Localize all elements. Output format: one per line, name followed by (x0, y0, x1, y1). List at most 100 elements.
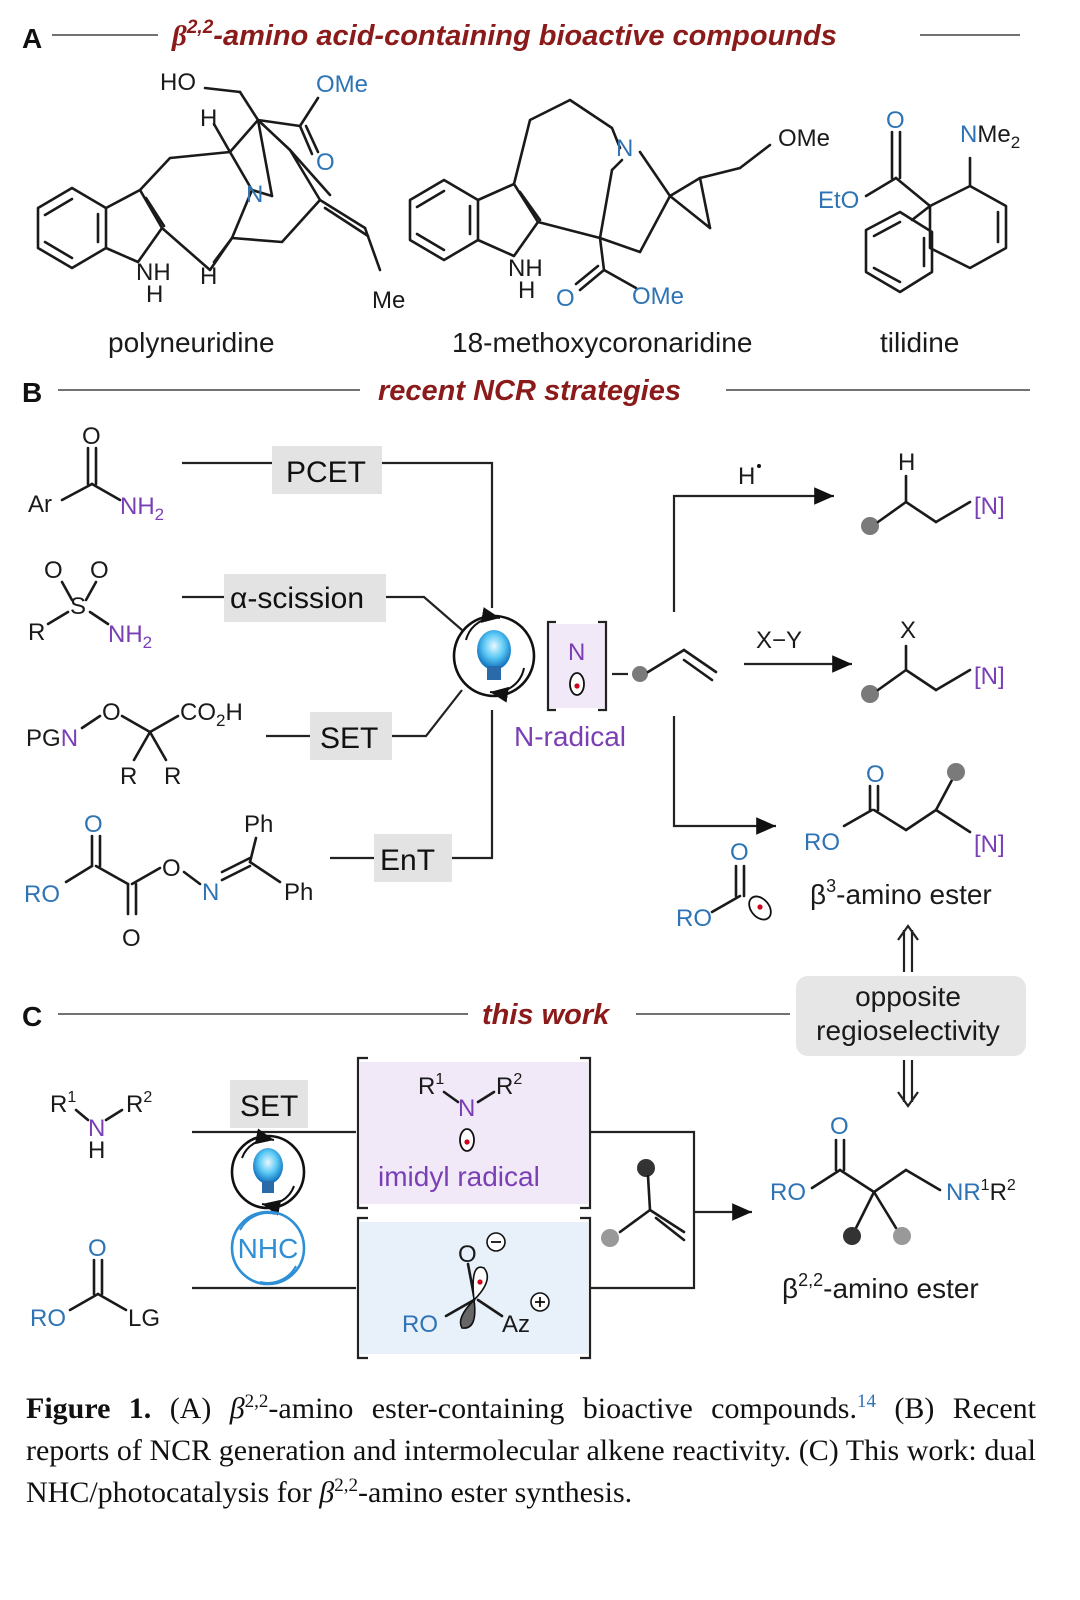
panel-b-title: recent NCR strategies (378, 375, 681, 407)
polyneuridine-n: N (246, 181, 263, 208)
tilidine-structure: O EtO NMe2 (818, 107, 1020, 294)
sulfonamide-structure: O O S R NH2 (28, 557, 152, 652)
product-h-n: [N] (974, 493, 1005, 520)
nhc-catalytic-cycle: NHC (230, 1210, 306, 1286)
co2h-label: CO2H (180, 699, 243, 730)
beta22-amino-ester-structure: O RO NR1R2 (770, 1113, 1016, 1245)
coronaridine-nh: NH (508, 255, 543, 282)
acyl-ro: RO (676, 905, 712, 932)
nhc-label: NHC (238, 1233, 299, 1264)
alkoxyamine-acid-structure: PGN O CO2H R R (26, 699, 243, 790)
xy-reagent: X−Y (756, 627, 802, 654)
figure-diagram: A β2,2-amino acid-containing bioactive c… (22, 17, 1030, 1360)
sulfonamide-o1: O (44, 557, 63, 584)
pgn-label: PGN (26, 725, 78, 752)
beta3-amino-ester-structure: O RO [N] (804, 761, 1005, 858)
product-h: H (898, 449, 915, 476)
panel-b: B recent NCR strategies O Ar NH2 O O S R… (22, 375, 1030, 952)
imidyl-r1: R1 (418, 1071, 444, 1100)
beta3-n: [N] (974, 831, 1005, 858)
compound-label-methoxycoronaridine: 18-methoxycoronaridine (452, 327, 752, 358)
oxalate-ro: RO (24, 881, 60, 908)
sulfonamide-s: S (70, 593, 86, 620)
oxalate-o3: O (162, 855, 181, 882)
difunctionalization-product: X [N] (861, 617, 1005, 703)
enolate-az: Az (502, 1311, 530, 1338)
tilidine-nme2: NMe2 (960, 121, 1020, 152)
disubstituted-alkene (601, 1159, 686, 1247)
panel-b-letter: B (22, 377, 42, 408)
step-box-pcet (272, 446, 382, 494)
tilidine-o: O (886, 107, 905, 134)
beta22-ro: RO (770, 1179, 806, 1206)
polyneuridine-h1: H (200, 105, 217, 132)
coronaridine-ome2: OMe (632, 283, 684, 310)
step-ent: EnT (380, 844, 435, 877)
panel-a-letter: A (22, 23, 42, 54)
alkoxy-r1: R (120, 763, 137, 790)
imidyl-n: N (458, 1095, 475, 1122)
acyl-lg-structure: O RO LG (30, 1235, 160, 1332)
polyneuridine-o: O (316, 149, 335, 176)
acyl-o: O (730, 839, 749, 866)
product-x-n: [N] (974, 663, 1005, 690)
polyneuridine-structure: HO OMe O N H H NH H Me (36, 69, 405, 314)
step-pcet: PCET (286, 456, 366, 489)
methoxycoronaridine-structure: N OMe NH H O OMe (408, 98, 830, 312)
caption-fig-label: Figure 1. (26, 1392, 152, 1425)
opposite-text: opposite (855, 981, 961, 1012)
amine-r2: R2 (126, 1089, 152, 1118)
step-box-set-c (230, 1080, 308, 1128)
coronaridine-o: O (556, 285, 575, 312)
amide-nh2: NH2 (120, 493, 164, 524)
regioselectivity-text: regioselectivity (816, 1015, 1000, 1046)
oxime-oxalate-structure: RO O O O N Ph Ph (24, 811, 313, 952)
step-scission: α-scission (230, 582, 364, 615)
compound-label-polyneuridine: polyneuridine (108, 327, 275, 358)
photocatalyst-bulb-icon (452, 607, 536, 703)
caption-reference-link[interactable]: 14 (856, 1391, 876, 1412)
amide-o: O (82, 423, 101, 450)
step-box-ent (374, 834, 452, 882)
amide-ar: Ar (28, 491, 52, 518)
imidyl-label: imidyl radical (378, 1161, 540, 1192)
panel-a: A β2,2-amino acid-containing bioactive c… (22, 17, 1020, 358)
step-set-c: SET (240, 1090, 298, 1123)
regioselectivity-comparison: opposite regioselectivity (796, 924, 1026, 1108)
coronaridine-ome: OMe (778, 125, 830, 152)
step-set: SET (320, 722, 378, 755)
beta3-o: O (866, 761, 885, 788)
oxime-n: N (202, 879, 219, 906)
oxalate-o1: O (84, 811, 103, 838)
oxime-ph2: Ph (284, 879, 313, 906)
product-x: X (900, 617, 916, 644)
beta3-label: β3-amino ester (810, 876, 992, 910)
figure-caption: Figure 1. (A) β2,2-amino ester-containin… (26, 1391, 1036, 1509)
acyl-lg-o: O (88, 1235, 107, 1262)
tilidine-eto: EtO (818, 187, 859, 214)
sulfonamide-r: R (28, 619, 45, 646)
acyl-azolium-radical-box: O RO Az (356, 1216, 592, 1360)
oxalate-o2: O (122, 925, 141, 952)
beta22-o: O (830, 1113, 849, 1140)
alkoxy-r2: R (164, 763, 181, 790)
amine-h: H (88, 1137, 105, 1164)
hydroamination-product: H [N] (861, 449, 1005, 535)
n-radical-species: N (546, 620, 608, 712)
polyneuridine-nh-h: H (146, 281, 163, 308)
sulfonamide-nh2: NH2 (108, 621, 152, 652)
oxime-ph1: Ph (244, 811, 273, 838)
acyl-lg-ro: RO (30, 1305, 66, 1332)
compound-label-tilidine: tilidine (880, 327, 959, 358)
step-box-set (310, 712, 392, 760)
acyl-lg-lg: LG (128, 1305, 160, 1332)
amine-n: N (88, 1115, 105, 1142)
hydrogen-atom: H (738, 463, 755, 490)
amine-structure: R1 R2 N H (50, 1089, 152, 1164)
n-radical-label: N-radical (514, 721, 626, 752)
panel-a-title: β2,2-amino acid-containing bioactive com… (171, 17, 837, 52)
polyneuridine-ho: HO (160, 69, 196, 96)
amine-r1: R1 (50, 1089, 76, 1118)
imidyl-r2: R2 (496, 1071, 522, 1100)
polyneuridine-h2: H (200, 263, 217, 290)
